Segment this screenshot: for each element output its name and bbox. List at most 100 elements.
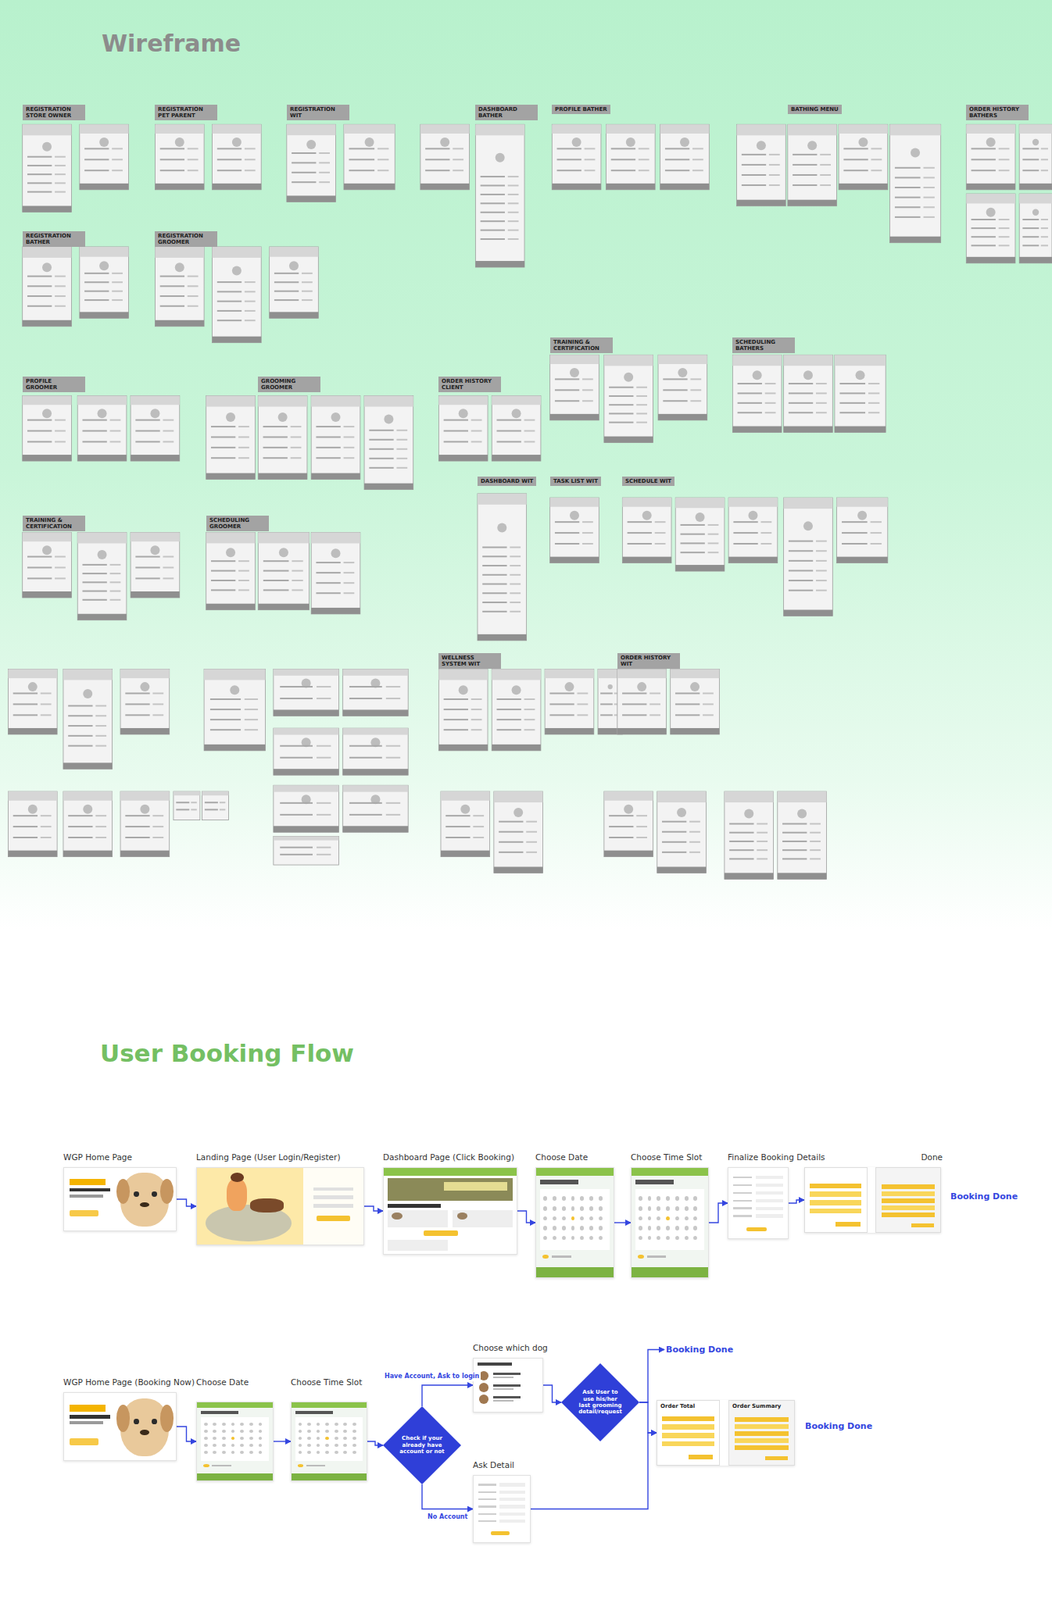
wireframe-line [27,285,52,287]
screen-shape [734,1417,790,1423]
wireframe-header [837,497,888,508]
wireframe-line [343,447,355,449]
wireframe-line [998,218,1010,221]
wireframe-line [737,392,763,394]
result-text: Booking Done [948,1191,1020,1203]
wireframe-screen [77,532,127,620]
wireframe-avatar [458,408,469,419]
wireframe-line [274,290,299,293]
wireframe-avatar [855,370,866,380]
wireframe-line [377,147,389,150]
wireframe-line [788,569,813,572]
wireframe-navbar [657,867,707,874]
wireframe-navbar [7,728,58,735]
wireframe-line [792,164,817,166]
wireframe-navbar [783,426,834,433]
screen-node: WGP Home Page [63,1152,179,1232]
wireframe-line [95,837,107,839]
screen-mockup [472,1475,531,1544]
wireframe-avatar [676,808,687,818]
wireframe-navbar [544,728,594,735]
wireframe-line [290,436,302,438]
screen-shape [809,1209,862,1215]
wireframe-line [769,174,781,176]
wireframe-screen [966,124,1016,190]
wireframe-avatar [458,685,469,695]
wireframe-header [966,124,1016,134]
wireframe-line [125,703,150,705]
screen-title: Choose which dog [472,1342,550,1354]
wireframe-line [244,729,258,731]
wireframe-line [110,599,122,602]
screen-shape [334,1437,339,1441]
screen-shape [734,1438,790,1444]
wireframe-line [386,697,401,700]
screen-shape [755,1184,784,1188]
wireframe-line [765,402,777,405]
screen-shape [499,1491,526,1495]
wireframe-line [554,532,580,534]
screen-shape [291,1402,367,1409]
wireframe-line [84,299,109,301]
wireframe-line [386,757,401,759]
wireframe-line [27,173,52,176]
wireframe-line [279,854,313,856]
wireframe-line [54,556,66,559]
wireframe-screen [777,791,827,880]
section-header: TRAINING & CERTIFICATION [22,515,86,532]
screen-shape [69,1415,110,1420]
wireframe-avatar [986,207,996,218]
wireframe-line [480,202,505,204]
screen-shape [661,1416,715,1423]
screen-shape [196,1474,273,1482]
wireframe-header [130,532,180,542]
wireframe-line [238,447,250,449]
wireframe-screen [206,396,256,480]
screen-shape [295,1411,333,1415]
screen-shape [203,1423,208,1427]
section-header: SCHEDULING GROOMER [206,515,269,532]
wireframe-line [526,821,537,823]
wireframe-line [82,581,107,584]
wireframe-line [110,564,122,566]
wireframe-line [125,815,150,817]
wireframe-avatar [564,682,574,692]
wireframe-line [675,692,700,695]
wireframe-header [212,246,262,258]
wireframe-header [79,246,129,258]
wireframe-line [636,404,648,406]
wireframe-line [608,412,634,415]
wireframe-line [809,822,821,825]
wireframe-line [815,402,827,405]
wireframe-header [491,669,541,680]
screen-mockup [804,1167,942,1234]
wireframe-line [689,851,701,854]
wireframe-line [498,831,523,834]
screen-shape [478,1499,497,1502]
wireframe-header [130,396,180,406]
wireframe-line [290,457,302,459]
wireframe-line [508,184,519,187]
wireframe-line [509,592,521,594]
wireframe-screen [130,396,180,462]
flow-connector [422,1385,473,1407]
wireframe-header [7,791,58,802]
wireframe-line [211,457,236,459]
wireframe-line [782,822,807,825]
wireframe-header [420,124,470,134]
wireframe-navbar [77,614,127,621]
wireframe-line [368,458,394,460]
wireframe-line [636,422,648,424]
section-header: DASHBOARD BATHER [475,104,538,121]
screen-shape [139,1430,149,1436]
wireframe-line [368,439,394,441]
wireframe-avatar [495,153,505,163]
wireframe-line [1041,147,1049,150]
wireframe-line [27,577,52,580]
wireframe-line [318,161,330,164]
wireframe-line [54,430,66,433]
screen-shape [638,1206,643,1212]
screen-node: Order TotalOrder Summary [656,1395,795,1467]
wireframe-line [1022,236,1039,238]
wireframe-line [27,182,52,184]
